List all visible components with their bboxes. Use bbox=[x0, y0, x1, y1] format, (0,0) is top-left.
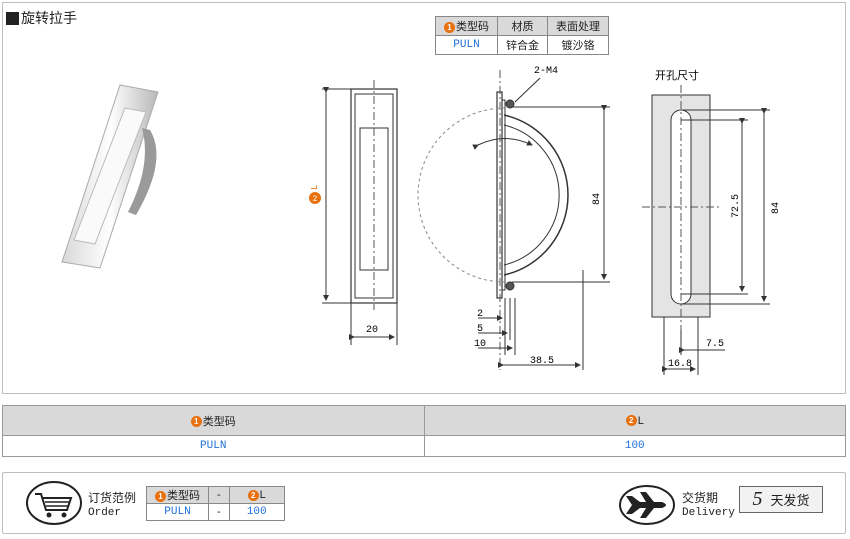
order-label-en: Order bbox=[88, 507, 122, 519]
front-height-label: L bbox=[310, 185, 320, 190]
side-view bbox=[417, 70, 610, 370]
front-view bbox=[322, 80, 398, 345]
section-title: 旋转拉手 bbox=[6, 8, 77, 28]
delivery-unit: 天发货 bbox=[770, 493, 810, 508]
cutout-slot-dim: 72.5 bbox=[731, 194, 742, 218]
side-height-dim: 84 bbox=[592, 193, 603, 205]
drawing-frame bbox=[2, 2, 846, 394]
side-depth-dim: 38.5 bbox=[530, 356, 554, 367]
spec-surface: 镀沙铬 bbox=[547, 35, 609, 55]
order-cell-type: PULN bbox=[146, 503, 209, 521]
svg-text:2: 2 bbox=[313, 195, 318, 204]
airplane-icon bbox=[619, 485, 675, 525]
badge-1: 1 bbox=[444, 21, 455, 33]
cutout-width-dim: 16.8 bbox=[668, 359, 692, 370]
spec-type-code: PULN bbox=[435, 35, 498, 55]
front-width-dim: 20 bbox=[366, 325, 378, 336]
order-header-dash: - bbox=[208, 486, 230, 504]
side-dim-2: 2 bbox=[477, 309, 483, 320]
order-cell-dash: - bbox=[208, 503, 230, 521]
product-photo bbox=[61, 84, 159, 269]
spec-material: 锌合金 bbox=[497, 35, 548, 55]
side-dim-5: 5 bbox=[477, 324, 483, 335]
front-badge-2 bbox=[309, 192, 321, 204]
delivery-label-en: Delivery bbox=[682, 507, 735, 519]
technical-drawing: 2 L 20 2-M4 84 2 5 10 38.5 开孔尺寸 bbox=[61, 66, 782, 375]
main-cell-L: 100 bbox=[423, 435, 846, 457]
cutout-title: 开孔尺寸 bbox=[655, 68, 699, 82]
cutout-height-dim: 84 bbox=[771, 202, 782, 214]
main-cell-type: PULN bbox=[2, 435, 425, 457]
cutout-view bbox=[642, 85, 770, 375]
cart-icon bbox=[26, 481, 82, 525]
spec-header-surface: 表面处理 bbox=[547, 16, 609, 36]
thread-callout: 2-M4 bbox=[534, 66, 558, 77]
delivery-label-cn: 交货期 bbox=[682, 491, 719, 505]
order-panel bbox=[2, 472, 846, 534]
title-square-icon bbox=[6, 11, 19, 25]
order-label-cn: 订货范例 bbox=[88, 491, 137, 505]
delivery-days-box: 5 天发货 bbox=[739, 486, 823, 513]
delivery-days: 5 bbox=[752, 488, 763, 510]
cutout-offset-dim: 7.5 bbox=[706, 339, 724, 350]
side-dim-10: 10 bbox=[474, 339, 486, 350]
order-cell-L: 100 bbox=[228, 503, 285, 521]
